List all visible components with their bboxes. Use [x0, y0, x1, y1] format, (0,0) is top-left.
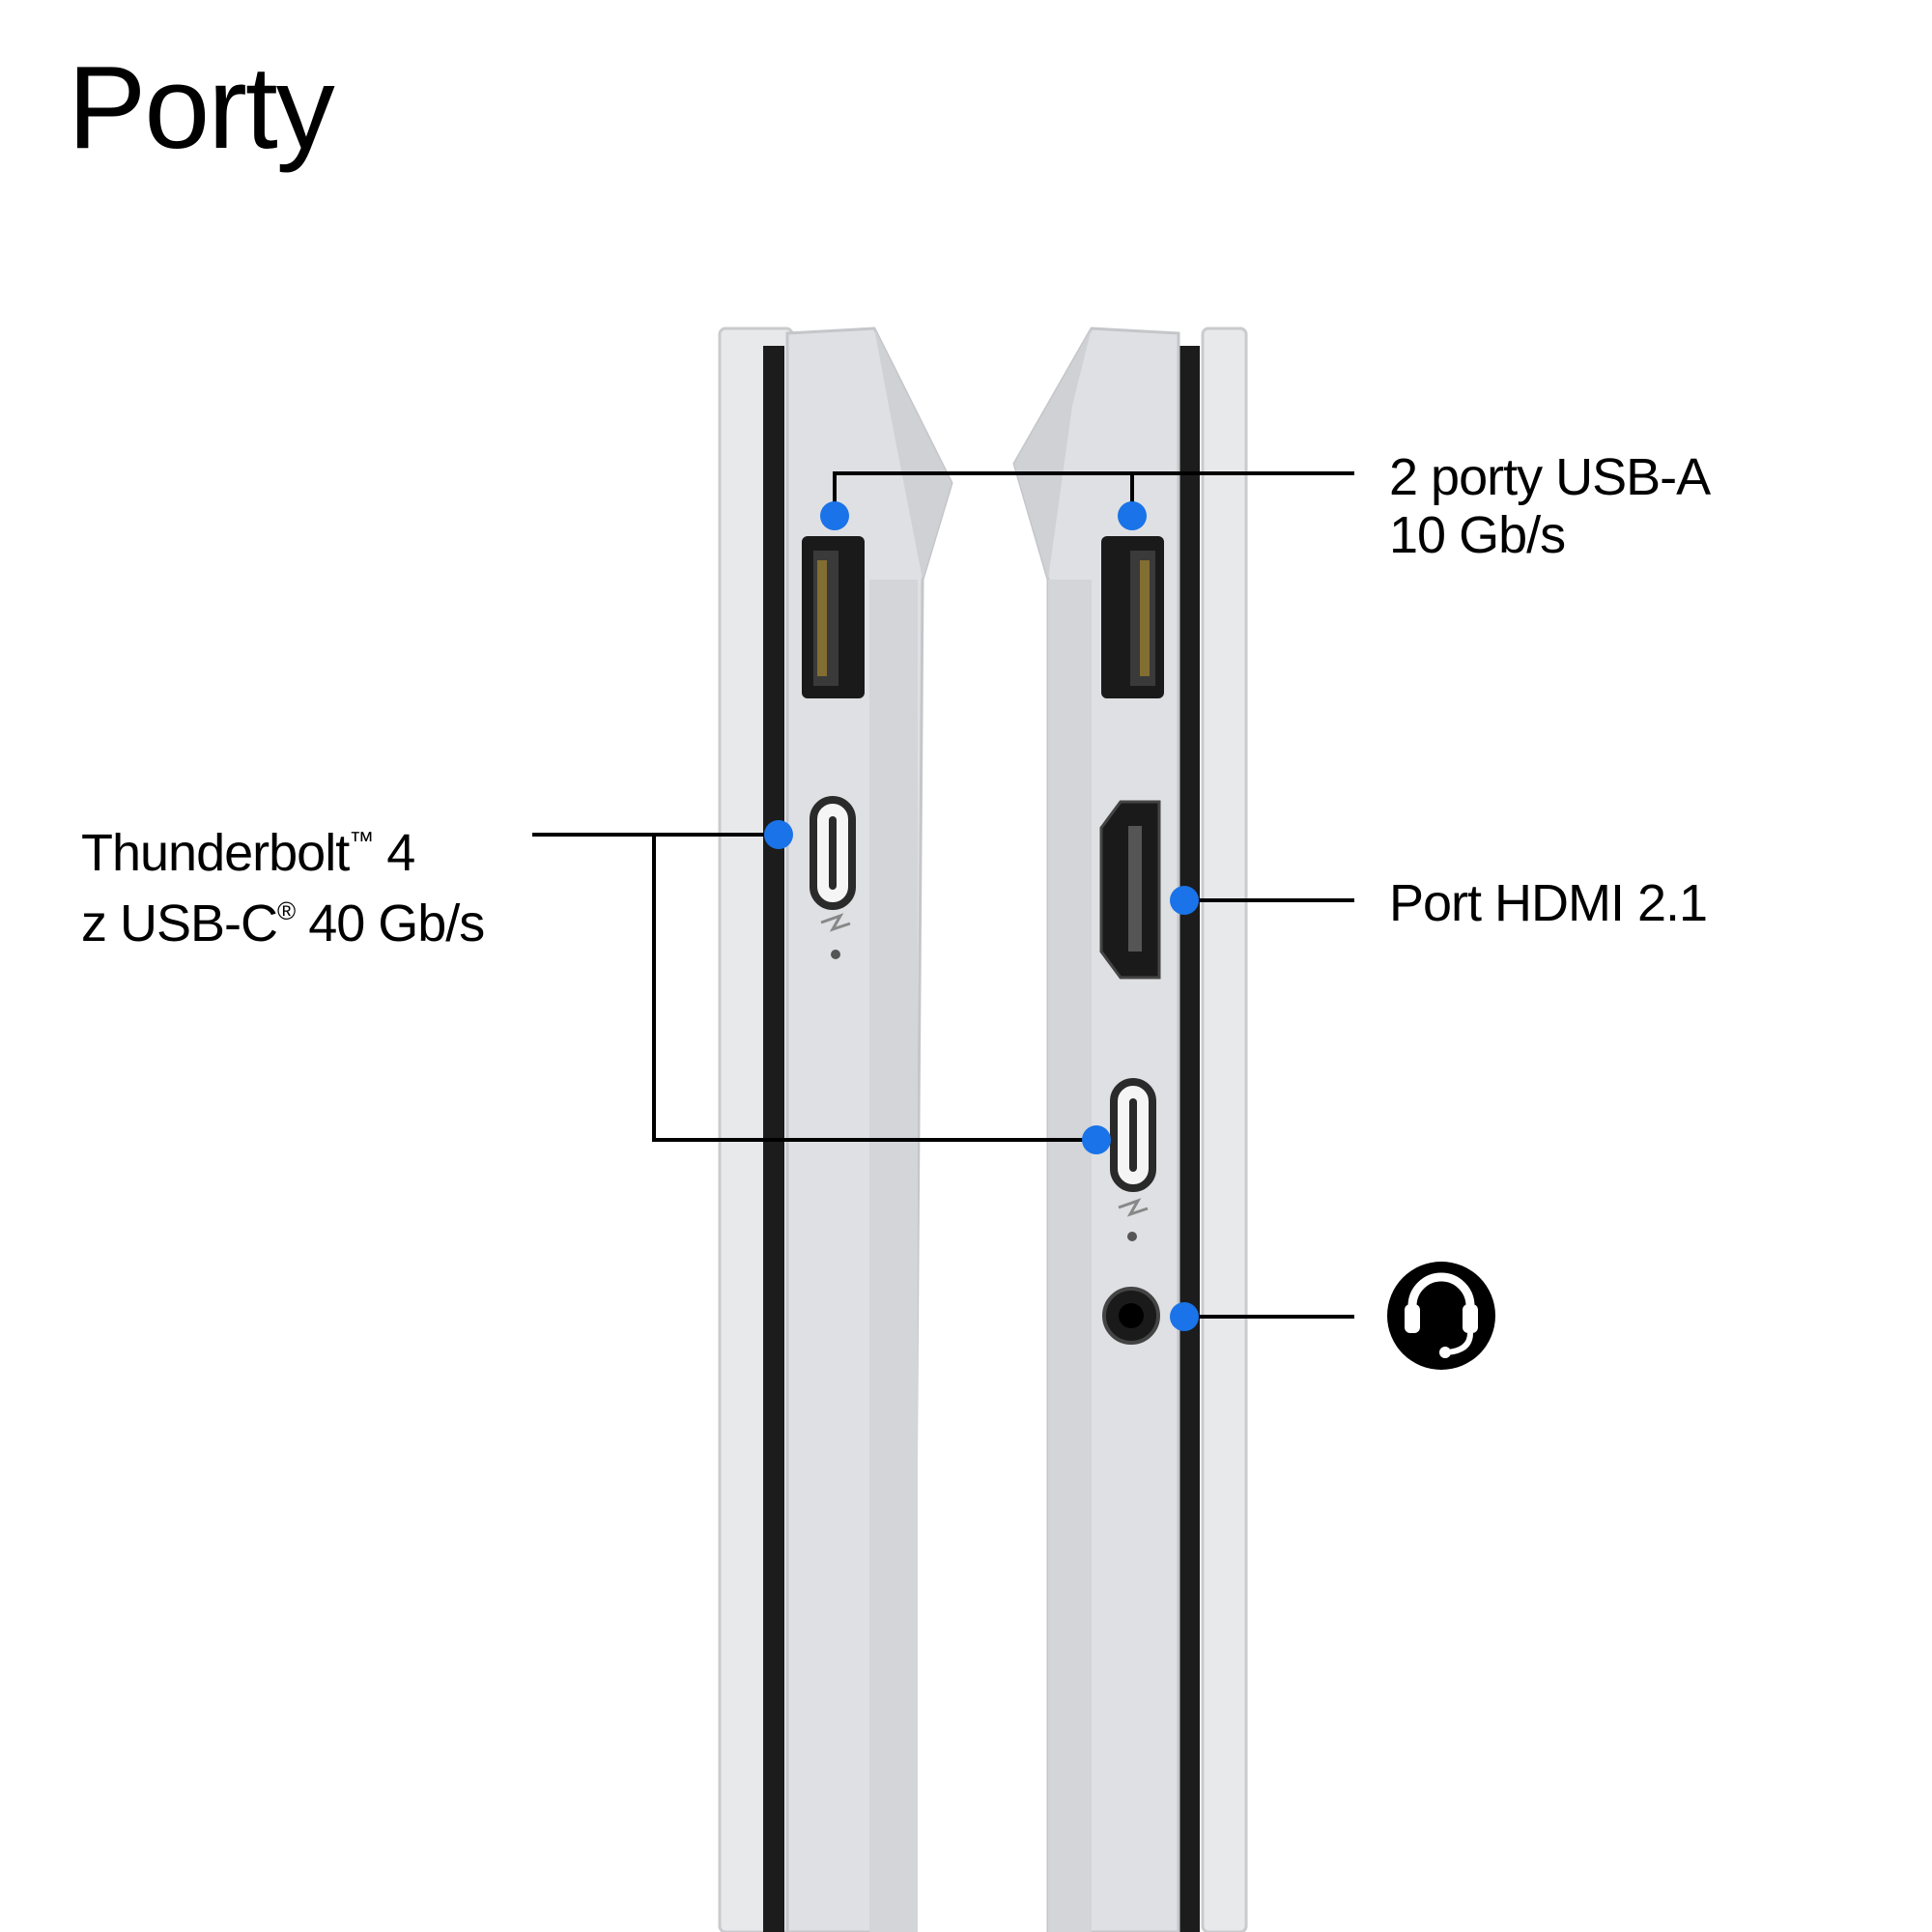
left-laptop-side — [718, 327, 953, 1932]
trademark-mark: ™ — [349, 826, 374, 855]
thunderbolt-callout-branch — [652, 835, 1096, 1142]
usb-c-speed: 40 Gb/s — [295, 895, 485, 952]
marker-usb-a-right — [1118, 501, 1147, 530]
thunderbolt-label: Thunderbolt™ 4 z USB-C® 40 Gb/s — [81, 811, 485, 952]
usb-c-name: z USB-C — [81, 895, 278, 952]
registered-mark: ® — [277, 896, 296, 925]
hdmi-port — [1099, 800, 1161, 980]
headset-icon — [1387, 1262, 1495, 1370]
page-title: Porty — [68, 42, 335, 173]
thunderbolt-name: Thunderbolt — [81, 824, 350, 882]
marker-audio — [1170, 1302, 1199, 1331]
usb-a-label: 2 porty USB-A 10 Gb/s — [1389, 448, 1711, 564]
marker-thunderbolt-left — [764, 820, 793, 849]
thunderbolt-label-line1: Thunderbolt™ 4 — [81, 811, 484, 882]
usb-a-port-left — [802, 536, 865, 698]
callout-markers — [764, 501, 1199, 1331]
audio-jack — [1102, 1287, 1160, 1345]
thunderbolt-label-line2: z USB-C® 40 Gb/s — [81, 882, 485, 952]
marker-usb-a-left — [820, 501, 849, 530]
hdmi-label: Port HDMI 2.1 — [1389, 874, 1708, 932]
usb-a-port-right — [1101, 536, 1164, 698]
usb-c-port-right — [1110, 1078, 1156, 1241]
callout-lines — [532, 471, 1354, 1319]
marker-hdmi — [1170, 886, 1199, 915]
marker-thunderbolt-right — [1082, 1125, 1111, 1154]
usb-a-label-line2: 10 Gb/s — [1389, 506, 1566, 564]
usb-a-label-line1: 2 porty USB-A — [1389, 448, 1711, 506]
usb-c-port-left — [810, 796, 856, 959]
thunderbolt-version: 4 — [373, 824, 415, 882]
